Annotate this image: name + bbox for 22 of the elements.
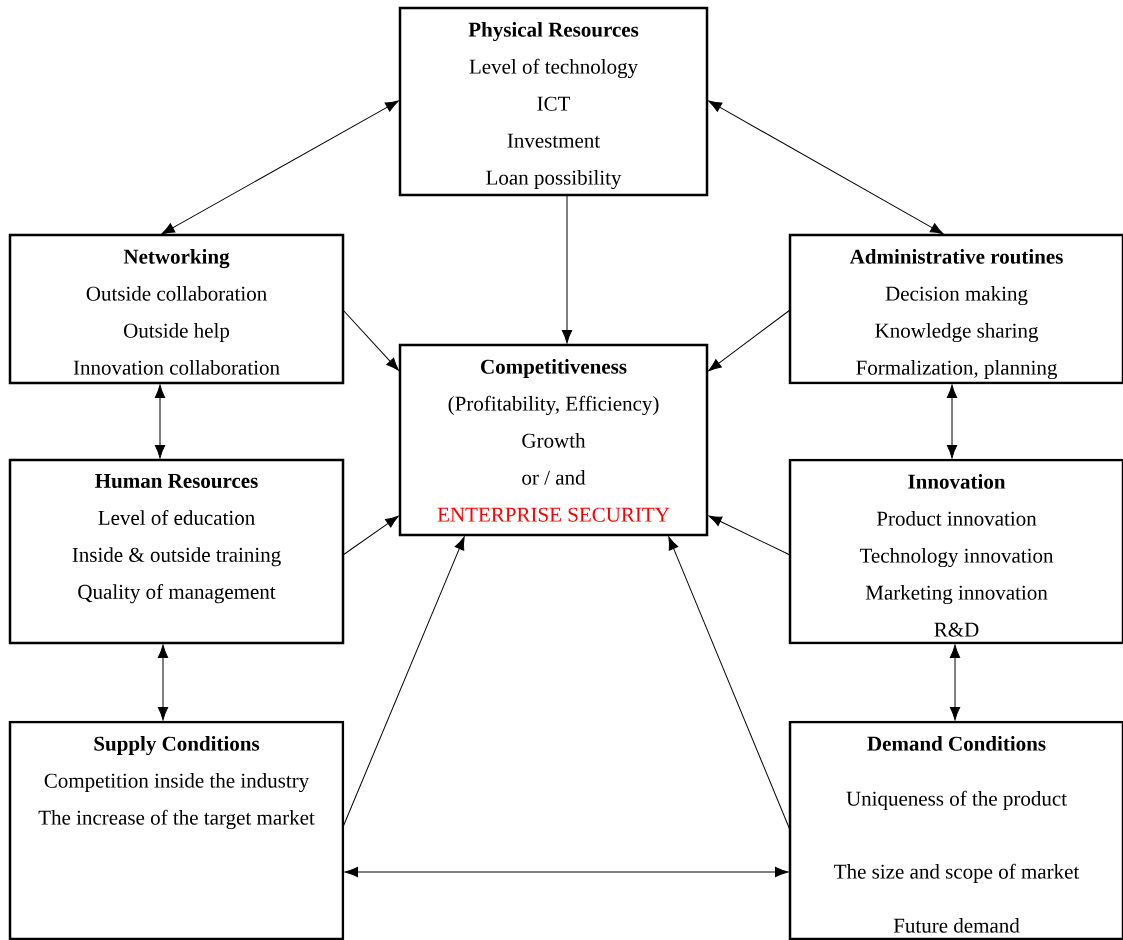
- text-box: Administrative routines Decision making Knowledge sharing Formalization, planning: [788, 233, 1123, 385]
- arrow: [561, 194, 573, 344]
- arrow: [708, 515, 791, 556]
- text-box: Competitiveness (Profitability, Efficiency) Growth or / and ENTERPRISE SECURITY: [398, 343, 709, 537]
- arrow: [708, 309, 791, 372]
- text-box: Networking Outside collaboration Outside help Innovation collaboration: [8, 233, 345, 385]
- arrow: [708, 100, 944, 235]
- arrow: [154, 384, 166, 459]
- text-box: Physical Resources Level of technology ICT Investment Loan possibility: [398, 6, 709, 197]
- arrow: [342, 536, 465, 828]
- text-box: Innovation Product innovation Technology innovation Marketing innovation R&D: [788, 458, 1123, 645]
- arrow: [157, 644, 169, 721]
- arrow: [949, 644, 961, 721]
- arrow: [344, 866, 789, 878]
- arrow: [946, 384, 958, 459]
- text-box: Demand Conditions Uniqueness of the product The size and scope of market Future demand: [788, 720, 1123, 940]
- arrow: [342, 515, 399, 556]
- text-box: Human Resources Level of education Inside & outside training Quality of management: [8, 458, 345, 645]
- text-box: Supply Conditions Competition inside the industry The increase of the target market: [8, 720, 345, 940]
- arrow: [668, 536, 791, 831]
- arrow: [342, 309, 400, 371]
- arrow: [161, 100, 399, 235]
